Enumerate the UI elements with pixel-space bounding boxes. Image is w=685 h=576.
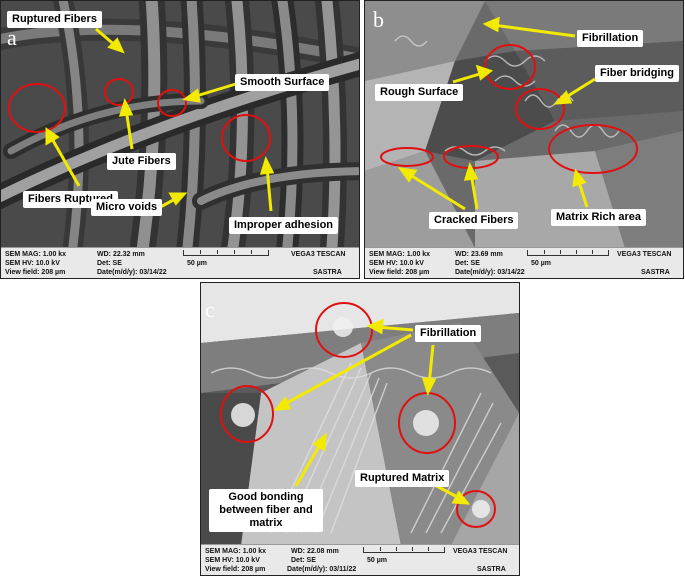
sem-org: SASTRA <box>641 269 670 276</box>
sem-date: Date(m/d/y): 03/14/22 <box>455 269 525 276</box>
annotation-overlay-a <box>8 27 275 213</box>
sem-det: Det: SE <box>97 260 122 267</box>
circle-ruptured-fiber <box>104 78 134 106</box>
sem-hv: SEM HV: 10.0 kV <box>369 260 424 267</box>
label-fiber-bridging: Fiber bridging <box>595 65 679 82</box>
label-jute-fibers: Jute Fibers <box>107 153 176 170</box>
sem-hv: SEM HV: 10.0 kV <box>5 260 60 267</box>
sem-info-bar-c: SEM MAG: 1.00 kx WD: 22.08 mm SEM HV: 10… <box>201 544 519 575</box>
sem-mag: SEM MAG: 1.00 kx <box>205 548 267 555</box>
sem-scale-bar <box>183 250 269 256</box>
sem-panel-c: c Fibrillation Good bonding between fibe… <box>200 282 520 576</box>
sem-panel-a: a Ruptured Fibers Smooth Surface Jute Fi… <box>0 0 360 279</box>
sem-scale-text: 50 µm <box>531 260 551 267</box>
sem-org: SASTRA <box>313 269 342 276</box>
label-matrix-rich-area: Matrix Rich area <box>551 209 646 226</box>
sem-wd: WD: 22.32 mm <box>97 251 145 258</box>
sem-view-field: View field: 208 µm <box>369 269 430 276</box>
label-improper-adhesion: Improper adhesion <box>229 217 339 234</box>
sem-info-bar-a: SEM MAG: 1.00 kx WD: 22.32 mm SEM HV: 10… <box>1 247 359 278</box>
circle-rough-surface <box>484 44 536 90</box>
label-micro-voids: Micro voids <box>91 199 163 216</box>
circle-fiber-bridging <box>515 88 565 130</box>
sem-brand: VEGA3 TESCAN <box>453 548 508 555</box>
sem-scale-text: 50 µm <box>187 260 207 267</box>
circle-fibrillation-top <box>315 302 373 358</box>
circle-fibers-ruptured <box>8 83 66 133</box>
sem-det: Det: SE <box>291 557 316 564</box>
sem-mag: SEM MAG: 1.00 kx <box>369 251 431 258</box>
sem-panel-b: b Fibrillation Rough Surface Fiber bridg… <box>364 0 684 279</box>
panel-label-b: b <box>373 7 384 32</box>
sem-wd: WD: 23.69 mm <box>455 251 503 258</box>
sem-mag: SEM MAG: 1.00 kx <box>5 251 67 258</box>
circle-ruptured-matrix <box>456 490 496 528</box>
sem-org: SASTRA <box>477 566 506 573</box>
sem-brand: VEGA3 TESCAN <box>291 251 346 258</box>
sem-date: Date(m/d/y): 03/14/22 <box>97 269 167 276</box>
sem-scale-bar <box>527 250 609 256</box>
sem-view-field: View field: 208 µm <box>205 566 266 573</box>
sem-micrograph-c <box>201 283 519 545</box>
sem-brand: VEGA3 TESCAN <box>617 251 672 258</box>
sem-date: Date(m/d/y): 03/11/22 <box>287 566 357 573</box>
label-rough-surface: Rough Surface <box>375 84 464 101</box>
label-fibrillation-c: Fibrillation <box>415 325 482 342</box>
sem-wd: WD: 22.08 mm <box>291 548 339 555</box>
sem-det: Det: SE <box>455 260 480 267</box>
label-good-bonding: Good bonding between fiber and matrix <box>209 489 323 532</box>
circle-improper-adhesion <box>221 114 271 162</box>
circle-cracked-fiber-1 <box>380 147 434 167</box>
label-ruptured-fibers: Ruptured Fibers <box>7 11 102 28</box>
label-cracked-fibers: Cracked Fibers <box>429 212 519 229</box>
sem-scale-bar <box>363 547 445 553</box>
panel-label-a: a <box>7 25 17 50</box>
circle-fibrillation-left <box>220 385 274 443</box>
label-ruptured-matrix: Ruptured Matrix <box>355 470 450 487</box>
sem-view-field: View field: 208 µm <box>5 269 66 276</box>
panel-label-c: c <box>205 297 215 322</box>
circle-matrix-rich <box>548 124 638 174</box>
circle-fibrillation-right <box>398 392 456 454</box>
label-smooth-surface: Smooth Surface <box>235 74 330 91</box>
annotation-overlay-b <box>380 16 638 211</box>
circle-smooth-surface <box>157 89 187 117</box>
sem-hv: SEM HV: 10.0 kV <box>205 557 260 564</box>
sem-scale-text: 50 µm <box>367 557 387 564</box>
sem-info-bar-b: SEM MAG: 1.00 kx WD: 23.69 mm SEM HV: 10… <box>365 247 683 278</box>
label-fibrillation-b: Fibrillation <box>577 30 644 47</box>
